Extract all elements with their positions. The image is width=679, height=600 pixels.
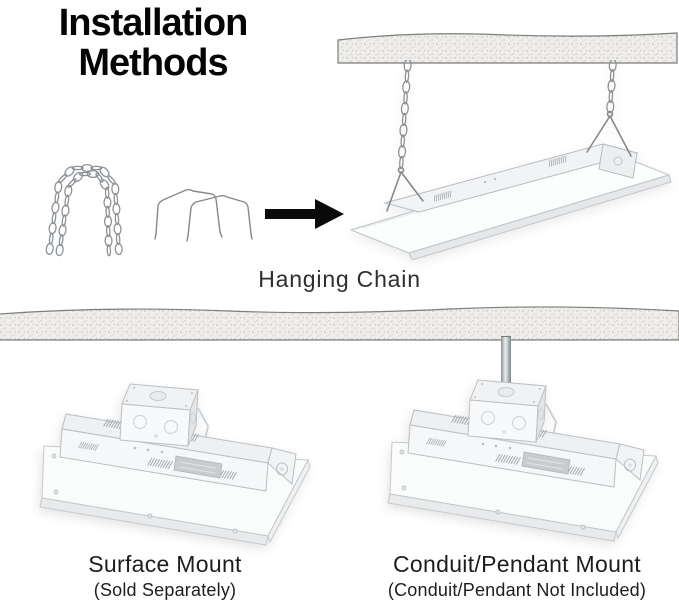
ceiling-top-illustration	[337, 32, 678, 64]
hanging-chain-label: Hanging Chain	[258, 266, 421, 292]
ceiling-middle-illustration	[0, 306, 679, 341]
conduit-rod	[501, 336, 511, 397]
v-hook-hangers	[386, 110, 632, 212]
conduit-mount-note: (Conduit/Pendant Not Included)	[387, 580, 647, 600]
conduit-mount-label: Conduit/Pendant Mount	[393, 551, 641, 577]
surface-mount-label: Surface Mount	[88, 551, 242, 577]
conduit-mount-caption: Conduit/Pendant Mount (Conduit/Pendant N…	[355, 551, 679, 600]
page-title: Installation Methods	[58, 2, 249, 84]
surface-mount-caption: Surface Mount (Sold Separately)	[0, 551, 330, 600]
arrow-right-icon	[265, 199, 344, 229]
surface-mount-note: (Sold Separately)	[93, 580, 237, 600]
hanging-chain-icon	[45, 163, 123, 257]
conduit-fixture-illustration	[378, 366, 678, 551]
v-hook-brackets-icon	[154, 188, 253, 242]
hanging-fixture-illustration	[350, 60, 672, 260]
surface-mount-fixture-illustration	[30, 370, 330, 555]
